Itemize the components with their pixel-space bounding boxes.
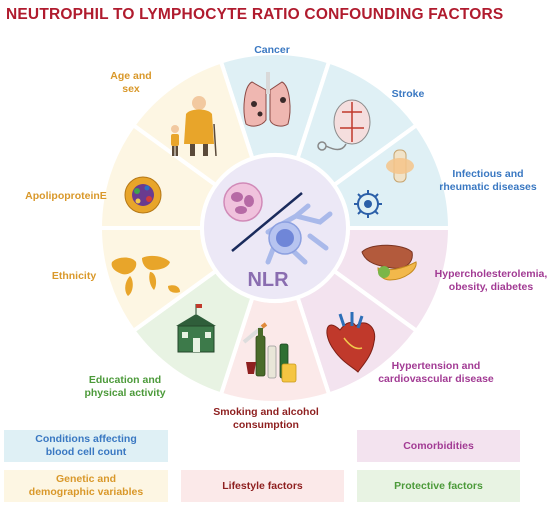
legend-comorbidities: Comorbidities (357, 430, 520, 462)
school-icon (176, 304, 216, 353)
factor-infectious: Infectious and rheumatic diseases (439, 168, 537, 193)
apoe-molecule-icon (124, 176, 162, 214)
factor-apolipoprotein: ApolipoproteinE (25, 190, 107, 202)
lungs-icon (243, 72, 291, 127)
legend-protective: Protective factors (357, 470, 520, 502)
factor-stroke: Stroke (391, 88, 425, 100)
factor-ethnicity: Ethnicity (51, 270, 97, 282)
factor-cancer: Cancer (254, 44, 290, 56)
joint-icon (386, 149, 414, 183)
factor-hypercholesterolemia: Hypercholesterolemia, obesity, diabetes (434, 268, 548, 293)
legend-conditions: Conditions affecting blood cell count (4, 430, 168, 462)
lymphocyte-icon (265, 203, 333, 265)
heart-icon (326, 312, 376, 373)
people-icon (171, 96, 217, 157)
page-title: NEUTROPHIL TO LYMPHOCYTE RATIO CONFOUNDI… (6, 6, 504, 23)
factor-smoking: Smoking and alcohol consumption (213, 406, 319, 431)
brain-icon (317, 99, 371, 151)
neutrophil-icon (223, 182, 263, 222)
factor-age-sex: Age and sex (110, 70, 152, 95)
factor-education: Education and physical activity (84, 374, 166, 399)
legend-genetic: Genetic and demographic variables (4, 470, 168, 502)
factor-hypertension: Hypertension and cardiovascular disease (378, 360, 494, 385)
world-map-icon (111, 255, 180, 296)
bottles-icon (242, 322, 297, 383)
ratio-divider (231, 192, 303, 252)
virus-icon (354, 190, 382, 218)
legend-lifestyle: Lifestyle factors (181, 470, 344, 502)
nlr-label: NLR (247, 269, 289, 291)
liver-icon (361, 244, 417, 281)
